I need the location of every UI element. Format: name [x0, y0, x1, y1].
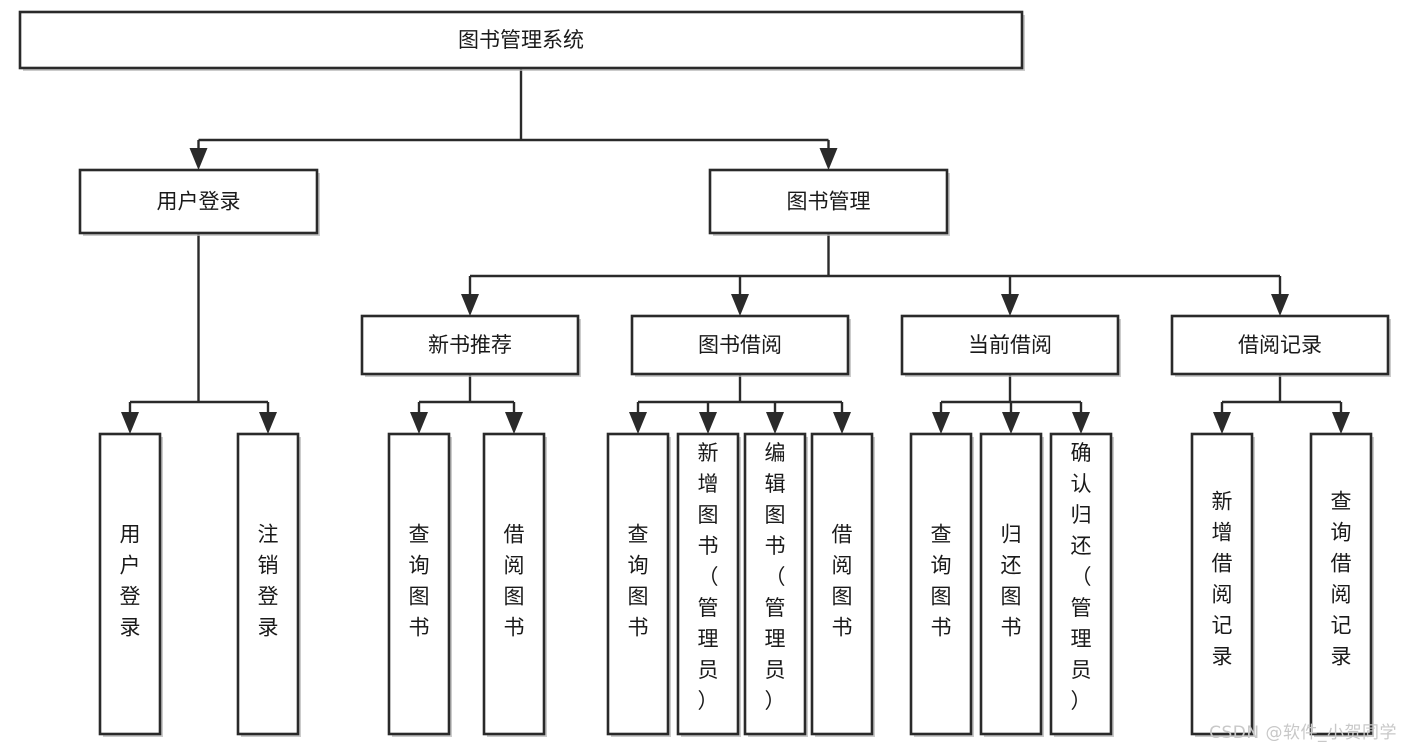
arrow-head-icon: [932, 412, 950, 434]
node-label: 查询图书: [628, 523, 649, 640]
node-leaf-query-book-2[interactable]: 查询图书: [606, 432, 671, 737]
arrow-head-icon: [189, 148, 208, 170]
arrow-head-icon: [1002, 412, 1020, 434]
node-label: 用户登录: [120, 523, 141, 640]
node-label: 新增借阅记录: [1212, 490, 1233, 669]
node-leaf-user-login[interactable]: 用户登录: [98, 432, 163, 737]
node-label: 新增图书（管理员）: [698, 441, 719, 713]
node-label: 当前借阅: [968, 333, 1052, 357]
arrow-head-icon: [1072, 412, 1090, 434]
arrow-head-icon: [731, 294, 749, 316]
arrow-head-icon: [461, 294, 479, 316]
arrow-head-icon: [1213, 412, 1231, 434]
node-leaf-query-book-3[interactable]: 查询图书: [909, 432, 974, 737]
nodes-layer: 图书管理系统用户登录图书管理新书推荐图书借阅当前借阅借阅记录用户登录注销登录查询…: [18, 10, 1391, 737]
arrow-head-icon: [1001, 294, 1019, 316]
node-leaf-edit-book[interactable]: 编辑图书（管理员）: [743, 432, 808, 737]
node-label: 新书推荐: [428, 333, 512, 357]
node-leaf-add-book[interactable]: 新增图书（管理员）: [676, 432, 741, 737]
arrow-head-icon: [259, 412, 277, 434]
node-book-borrow[interactable]: 图书借阅: [630, 314, 851, 377]
node-label: 借阅图书: [504, 523, 525, 640]
node-user-login[interactable]: 用户登录: [78, 168, 320, 236]
arrow-head-icon: [410, 412, 428, 434]
node-label: 注销登录: [258, 523, 279, 640]
node-leaf-user-logout[interactable]: 注销登录: [236, 432, 301, 737]
arrow-head-icon: [1332, 412, 1350, 434]
node-label: 归还图书: [1001, 523, 1022, 640]
node-leaf-borrow-book-1[interactable]: 借阅图书: [482, 432, 547, 737]
arrow-head-icon: [699, 412, 717, 434]
node-book-management[interactable]: 图书管理: [708, 168, 950, 236]
node-label: 查询借阅记录: [1331, 490, 1352, 669]
arrow-head-icon: [1271, 294, 1289, 316]
node-leaf-query-book-1[interactable]: 查询图书: [387, 432, 452, 737]
node-leaf-confirm-return[interactable]: 确认归还（管理员）: [1049, 432, 1114, 737]
node-borrow-record[interactable]: 借阅记录: [1170, 314, 1391, 377]
node-label: 用户登录: [157, 190, 241, 214]
node-leaf-borrow-book-2[interactable]: 借阅图书: [810, 432, 875, 737]
arrow-head-icon: [121, 412, 139, 434]
node-label: 查询图书: [409, 523, 430, 640]
node-label: 编辑图书（管理员）: [765, 441, 786, 713]
node-label: 图书管理: [787, 190, 871, 214]
node-leaf-query-record[interactable]: 查询借阅记录: [1309, 432, 1374, 737]
arrow-head-icon: [505, 412, 523, 434]
arrow-head-icon: [819, 148, 838, 170]
node-label: 借阅图书: [832, 523, 853, 640]
node-root-root[interactable]: 图书管理系统: [18, 10, 1025, 71]
node-leaf-return-book[interactable]: 归还图书: [979, 432, 1044, 737]
arrow-head-icon: [629, 412, 647, 434]
node-leaf-add-record[interactable]: 新增借阅记录: [1190, 432, 1255, 737]
watermark-label: CSDN @软件_小贺同学: [1209, 723, 1397, 743]
connectors-layer: [121, 68, 1350, 434]
node-label: 查询图书: [931, 523, 952, 640]
node-new-book-recommend[interactable]: 新书推荐: [360, 314, 581, 377]
arrow-head-icon: [766, 412, 784, 434]
node-label: 借阅记录: [1238, 333, 1322, 357]
node-label: 图书借阅: [698, 333, 782, 357]
arrow-head-icon: [833, 412, 851, 434]
node-label: 确认归还（管理员）: [1071, 441, 1092, 713]
node-current-borrow[interactable]: 当前借阅: [900, 314, 1121, 377]
node-label: 图书管理系统: [458, 28, 584, 52]
